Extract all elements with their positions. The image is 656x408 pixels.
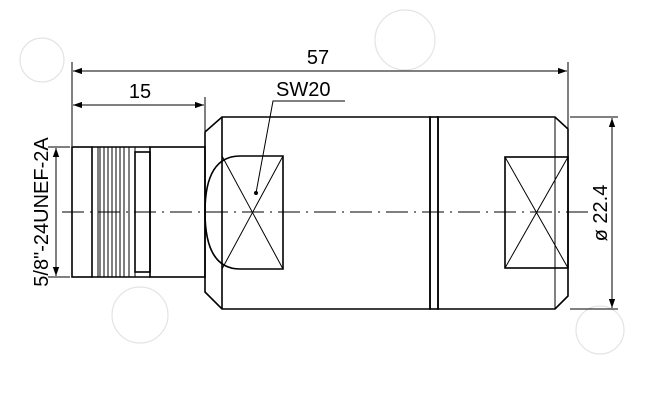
rear-body <box>429 116 569 310</box>
hex-body <box>204 116 431 310</box>
thread-section <box>71 146 151 278</box>
extension-lines <box>48 62 618 310</box>
front-length-dimension: 15 <box>73 81 204 109</box>
leader-dot <box>254 191 258 195</box>
overall-length-label: 57 <box>307 47 329 69</box>
thread-label: 5/8"-24UNEF-2A <box>31 137 53 287</box>
overall-length-dimension: 57 <box>73 47 567 75</box>
wrench-size-label: SW20 <box>276 79 330 101</box>
wrench-size-callout: SW20 <box>254 79 345 195</box>
thread-dimension: 5/8"-24UNEF-2A <box>31 137 60 287</box>
thread-ridges <box>99 147 125 277</box>
front-length-label: 15 <box>129 81 151 103</box>
diameter-label: ø 22.4 <box>590 185 612 242</box>
diameter-dimension: ø 22.4 <box>590 118 616 308</box>
